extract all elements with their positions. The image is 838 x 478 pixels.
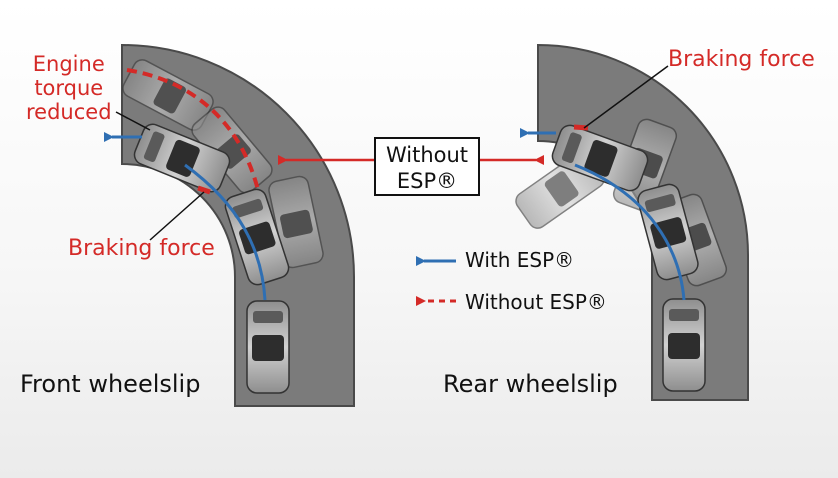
car-front-middle	[224, 188, 290, 286]
braking-leader-rear	[583, 65, 669, 129]
car-rear-bottom	[662, 298, 706, 392]
legend-without-esp-label: Without ESP®	[465, 290, 607, 314]
path-with-esp-front	[184, 163, 267, 301]
car-rear-middle	[637, 183, 699, 281]
path-with-esp-rear	[574, 163, 686, 301]
braking-force-marker-front	[197, 185, 211, 195]
braking-leader-front	[149, 191, 205, 241]
engine-label-line3: reduced	[26, 100, 112, 124]
rear-wheelslip-title: Rear wheelslip	[443, 370, 618, 398]
car-front-bottom	[246, 300, 290, 394]
front-wheelslip-title: Front wheelslip	[20, 370, 201, 398]
braking-force-label-front: Braking force	[68, 236, 215, 261]
without-esp-callout: Without ESP®	[374, 137, 480, 196]
without-box-line1: Without	[385, 143, 469, 167]
car-rear-top	[551, 124, 649, 192]
car-front-top	[133, 123, 231, 193]
braking-force-marker-rear	[573, 124, 589, 131]
ghost-car-front-1	[122, 59, 214, 131]
engine-label-line1: Engine	[32, 52, 105, 76]
path-without-esp-front	[126, 68, 260, 191]
legend-with-esp-label: With ESP®	[465, 248, 575, 272]
ghost-car-front-3	[268, 175, 324, 269]
without-box-line2: ESP®	[396, 169, 458, 193]
engine-label-line2: torque	[34, 76, 104, 100]
braking-force-label-rear: Braking force	[668, 47, 815, 72]
engine-torque-label: Engine torque reduced	[26, 52, 112, 124]
engine-leader	[115, 111, 151, 131]
